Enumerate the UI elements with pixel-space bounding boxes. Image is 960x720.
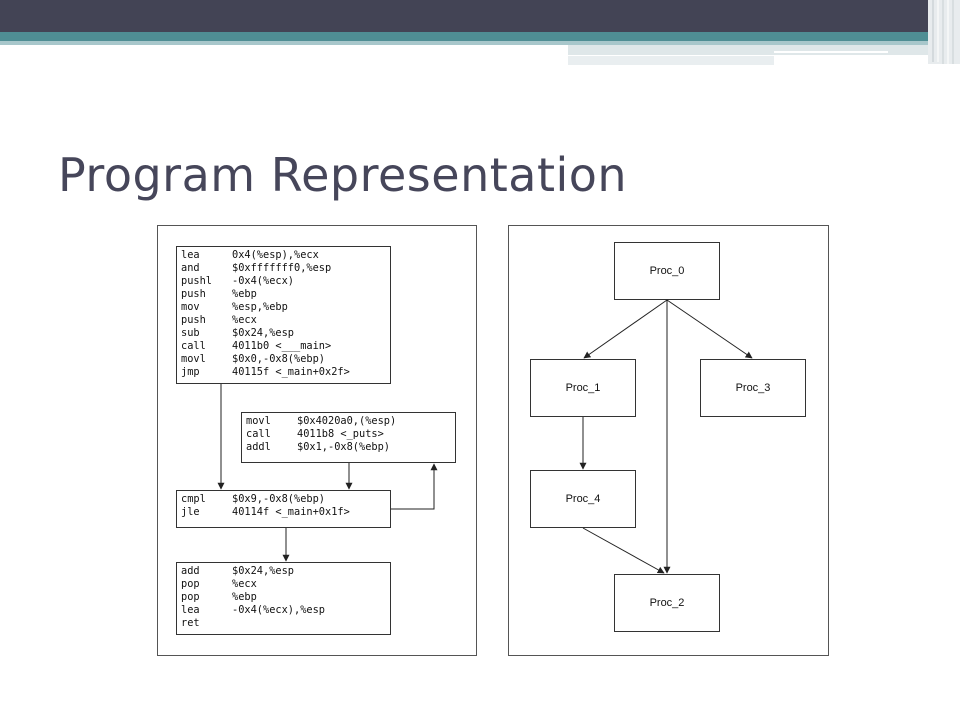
instruction-opcode: lea: [181, 249, 200, 261]
instruction-opcode: addl: [246, 441, 271, 453]
instruction-operands: -0x4(%ecx),%esp: [232, 604, 325, 616]
code-line: pop %ecx: [181, 578, 390, 591]
code-line: push %ebp: [181, 288, 390, 301]
instruction-operands: $0x24,%esp: [232, 565, 294, 577]
instruction-operands: %ecx: [232, 314, 257, 326]
slide-title: Program Representation: [58, 148, 628, 202]
edge-proc4-to-proc2: [582, 527, 665, 574]
proc-0-node: Proc_0: [614, 242, 720, 300]
code-line: ret: [181, 617, 390, 630]
code-line: push %ecx: [181, 314, 390, 327]
instruction-opcode: push: [181, 288, 206, 300]
instruction-operands: $0x1,-0x8(%ebp): [297, 441, 390, 453]
edge-condition-to-loop-body: [391, 463, 438, 510]
code-line: movl $0x0,-0x8(%ebp): [181, 353, 390, 366]
code-block-exit: add $0x24,%esp pop %ecx pop %ebp lea -0x4(%ecx)…: [176, 562, 391, 635]
instruction-operands: -0x4(%ecx): [232, 275, 294, 287]
instruction-opcode: add: [181, 565, 200, 577]
code-line: and $0xfffffff0,%esp: [181, 262, 390, 275]
instruction-opcode: cmpl: [181, 493, 206, 505]
instruction-opcode: mov: [181, 301, 200, 313]
instruction-opcode: movl: [246, 415, 271, 427]
instruction-opcode: and: [181, 262, 200, 274]
instruction-opcode: pop: [181, 591, 200, 603]
proc-2-node: Proc_2: [614, 574, 720, 632]
code-line: add $0x24,%esp: [181, 565, 390, 578]
instruction-operands: $0x0,-0x8(%ebp): [232, 353, 325, 365]
proc-4-node: Proc_4: [530, 470, 636, 528]
proc-1-node: Proc_1: [530, 359, 636, 417]
instruction-operands: %esp,%ebp: [232, 301, 288, 313]
instruction-operands: 40115f <_main+0x2f>: [232, 366, 350, 378]
instruction-opcode: movl: [181, 353, 206, 365]
code-line: jle 40114f <_main+0x1f>: [181, 506, 390, 519]
code-line: pop %ebp: [181, 591, 390, 604]
code-block-loop-condition: cmpl $0x9,-0x8(%ebp) jle 40114f <_main+0x1f…: [176, 490, 391, 528]
instruction-opcode: sub: [181, 327, 200, 339]
instruction-opcode: jle: [181, 506, 200, 518]
code-line: movl $0x4020a0,(%esp): [246, 415, 455, 428]
instruction-opcode: pushl: [181, 275, 212, 287]
instruction-operands: 40114f <_main+0x1f>: [232, 506, 350, 518]
code-line: jmp 40115f <_main+0x2f>: [181, 366, 390, 379]
edge-proc0-to-proc3: [666, 299, 753, 359]
instruction-opcode: lea: [181, 604, 200, 616]
instruction-opcode: jmp: [181, 366, 200, 378]
code-line: sub $0x24,%esp: [181, 327, 390, 340]
code-line: cmpl $0x9,-0x8(%ebp): [181, 493, 390, 506]
instruction-operands: 4011b0 <___main>: [232, 340, 332, 352]
header-decoration: [0, 0, 960, 65]
instruction-opcode: ret: [181, 617, 200, 629]
instruction-operands: %ebp: [232, 288, 257, 300]
code-line: addl $0x1,-0x8(%ebp): [246, 441, 455, 454]
instruction-operands: %ecx: [232, 578, 257, 590]
code-line: pushl -0x4(%ecx): [181, 275, 390, 288]
code-line: mov %esp,%ebp: [181, 301, 390, 314]
instruction-operands: $0x9,-0x8(%ebp): [232, 493, 325, 505]
instruction-operands: $0xfffffff0,%esp: [232, 262, 332, 274]
instruction-opcode: push: [181, 314, 206, 326]
edge-proc0-to-proc1: [583, 299, 668, 359]
instruction-opcode: call: [181, 340, 206, 352]
code-line: call 4011b8 <_puts>: [246, 428, 455, 441]
instruction-operands: %ebp: [232, 591, 257, 603]
code-line: lea -0x4(%ecx),%esp: [181, 604, 390, 617]
instruction-operands: 0x4(%esp),%ecx: [232, 249, 319, 261]
instruction-operands: 4011b8 <_puts>: [297, 428, 384, 440]
instruction-opcode: pop: [181, 578, 200, 590]
code-line: call 4011b0 <___main>: [181, 340, 390, 353]
proc-3-node: Proc_3: [700, 359, 806, 417]
instruction-operands: $0x4020a0,(%esp): [297, 415, 397, 427]
instruction-operands: $0x24,%esp: [232, 327, 294, 339]
code-line: lea 0x4(%esp),%ecx: [181, 249, 390, 262]
instruction-opcode: call: [246, 428, 271, 440]
